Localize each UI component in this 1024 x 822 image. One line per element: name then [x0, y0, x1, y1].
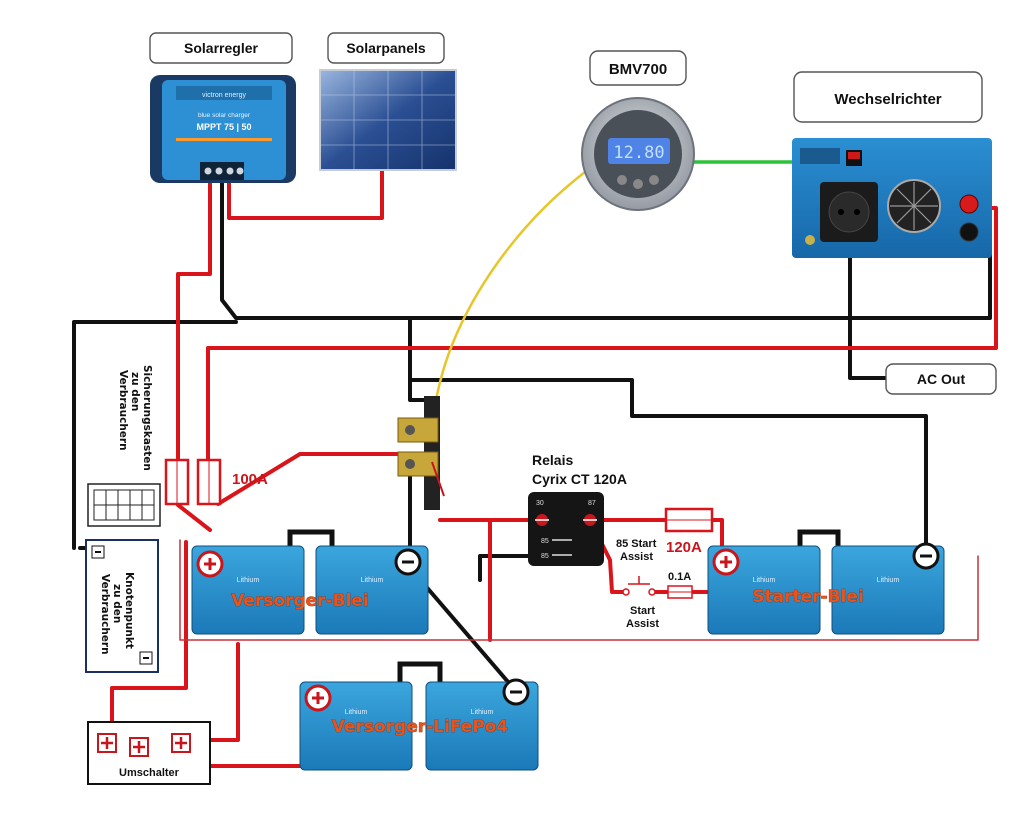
wire-fuse-shunt	[216, 452, 412, 506]
svg-text:Solarpanels: Solarpanels	[346, 40, 426, 56]
svg-text:Relais: Relais	[532, 452, 573, 468]
svg-text:Umschalter: Umschalter	[119, 767, 180, 779]
svg-text:blue solar charger: blue solar charger	[198, 112, 251, 119]
start-assist-switch: Start Assist	[622, 576, 659, 630]
svg-text:Verbrauchern: Verbrauchern	[99, 574, 111, 655]
wire-fuse-to-battery	[176, 503, 212, 532]
battery-switch-umschalter: Umschalter	[87, 721, 211, 785]
battery-bank-versorger-blei: Lithium Lithium Versorger-Blei	[191, 529, 429, 635]
svg-text:Solarregler: Solarregler	[184, 40, 258, 56]
relay-cyrix: 30 87 85 85	[528, 492, 604, 566]
wire-controller-pos	[176, 176, 212, 462]
svg-text:120A: 120A	[666, 539, 702, 556]
svg-text:Lithium: Lithium	[471, 709, 494, 716]
wire-fuse-starter	[710, 518, 724, 558]
inverter	[792, 138, 992, 258]
fuse-100a: 100A	[164, 458, 268, 506]
svg-text:BMV700: BMV700	[609, 61, 667, 78]
wire-bmv-shunt	[430, 170, 587, 422]
svg-text:MPPT 75 | 50: MPPT 75 | 50	[196, 122, 251, 132]
bmv700-monitor: 12.80	[581, 97, 695, 211]
svg-text:Lithium: Lithium	[361, 577, 384, 584]
label-solarpanels: Solarpanels	[327, 32, 445, 64]
wire-start-assist	[598, 538, 628, 594]
svg-text:zu den: zu den	[111, 584, 123, 623]
svg-text:Assist: Assist	[626, 618, 659, 630]
svg-text:Lithium: Lithium	[877, 577, 900, 584]
svg-text:30: 30	[536, 500, 544, 507]
battery-bank-versorger-lifepo4: Lithium Lithium Versorger-LiFePo4	[299, 661, 539, 771]
label-wechselrichter: Wechselrichter	[793, 71, 983, 123]
wire-umschalter-1	[110, 540, 188, 732]
svg-text:Sicherungskasten: Sicherungskasten	[141, 365, 153, 471]
wire-shunt-top	[408, 316, 430, 402]
svg-text:Start: Start	[630, 605, 655, 617]
shunt	[397, 396, 445, 510]
label-ac-out: AC Out	[885, 363, 997, 395]
fuse-0-1a: 0.1A	[667, 571, 693, 599]
wire-frame-thin	[179, 539, 979, 641]
label-bmv700: BMV700	[589, 50, 687, 86]
svg-text:zu den: zu den	[129, 372, 141, 411]
solar-charge-controller: victron energy blue solar charger MPPT 7…	[150, 75, 296, 183]
svg-text:87: 87	[588, 500, 596, 507]
svg-text:85: 85	[541, 538, 549, 545]
svg-text:Cyrix CT 120A: Cyrix CT 120A	[532, 471, 627, 487]
svg-text:Lithium: Lithium	[753, 577, 776, 584]
svg-text:0.1A: 0.1A	[668, 571, 691, 583]
fuse-box-consumers	[87, 483, 161, 527]
svg-text:victron energy: victron energy	[202, 92, 246, 99]
wire-knot-neg	[72, 320, 238, 550]
svg-text:Starter-Blei: Starter-Blei	[752, 587, 863, 607]
svg-text:Verbrauchern: Verbrauchern	[117, 370, 129, 451]
svg-text:AC Out: AC Out	[917, 371, 966, 387]
svg-text:Lithium: Lithium	[237, 577, 260, 584]
svg-text:Assist: Assist	[620, 551, 653, 563]
label-85-start-assist: 85 Start Assist	[616, 538, 657, 563]
wire-relay-neg	[408, 378, 928, 550]
svg-text:100A: 100A	[232, 471, 268, 488]
svg-text:85: 85	[541, 553, 549, 560]
svg-text:85 Start: 85 Start	[616, 538, 657, 550]
svg-text:Lithium: Lithium	[345, 709, 368, 716]
wire-ac-out	[848, 238, 890, 380]
label-solarregler: Solarregler	[149, 32, 293, 64]
solar-panel	[319, 69, 457, 171]
label-relais: Relais Cyrix CT 120A	[532, 452, 627, 487]
fuse-120a: 120A	[664, 507, 714, 556]
battery-bank-starter-blei: Lithium Lithium Starter-Blei	[707, 529, 945, 635]
wire-panel-pos	[227, 168, 384, 220]
svg-text:Knotenpunkt: Knotenpunkt	[123, 572, 135, 649]
svg-text:Wechselrichter: Wechselrichter	[834, 91, 941, 108]
svg-text:Versorger-LiFePo4: Versorger-LiFePo4	[332, 717, 509, 737]
label-sicherungskasten: Sicherungskasten zu den Verbrauchern	[117, 365, 153, 471]
svg-text:Versorger-Blei: Versorger-Blei	[231, 591, 369, 611]
svg-text:12.80: 12.80	[613, 143, 664, 163]
junction-block-consumers: Knotenpunkt zu den Verbrauchern	[85, 539, 159, 673]
